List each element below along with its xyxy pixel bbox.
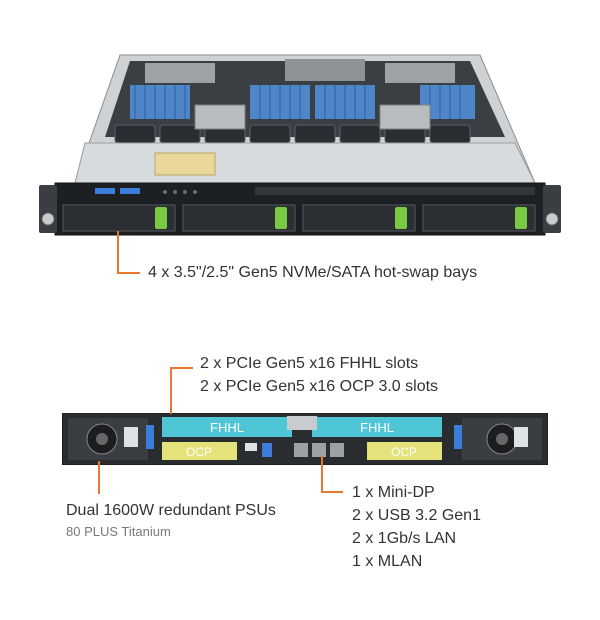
io-mlan: 1 x MLAN — [352, 553, 423, 570]
psu-title: Dual 1600W redundant PSUs — [66, 502, 276, 519]
pcie-callout-line-horizontal — [170, 367, 193, 369]
psu-subtitle: 80 PLUS Titanium — [66, 524, 171, 539]
io-callout-line-horizontal — [321, 491, 343, 493]
pcie-callout-line-vertical — [170, 367, 172, 414]
ocp-slot-label-left: OCP — [186, 445, 212, 459]
pcie-ocp-label: 2 x PCIe Gen5 x16 OCP 3.0 slots — [200, 378, 439, 395]
front-server-image — [39, 54, 561, 236]
rear-server-image: FHHL FHHL OCP OCP — [62, 413, 548, 465]
front-callout-line-vertical — [117, 231, 119, 274]
front-callout-line-horizontal — [117, 272, 140, 274]
fhhl-slot-label-left: FHHL — [210, 420, 244, 435]
fhhl-slot-label-right: FHHL — [360, 420, 394, 435]
ocp-slot-label-right: OCP — [391, 445, 417, 459]
io-callout-line-vertical — [321, 456, 323, 493]
psu-callout-line — [98, 461, 100, 494]
io-lan: 2 x 1Gb/s LAN — [352, 530, 457, 547]
pcie-fhhl-label: 2 x PCIe Gen5 x16 FHHL slots — [200, 355, 419, 372]
front-bays-label: 4 x 3.5"/2.5" Gen5 NVMe/SATA hot-swap ba… — [148, 264, 478, 281]
io-mini-dp: 1 x Mini-DP — [352, 484, 435, 501]
io-usb: 2 x USB 3.2 Gen1 — [352, 507, 481, 524]
